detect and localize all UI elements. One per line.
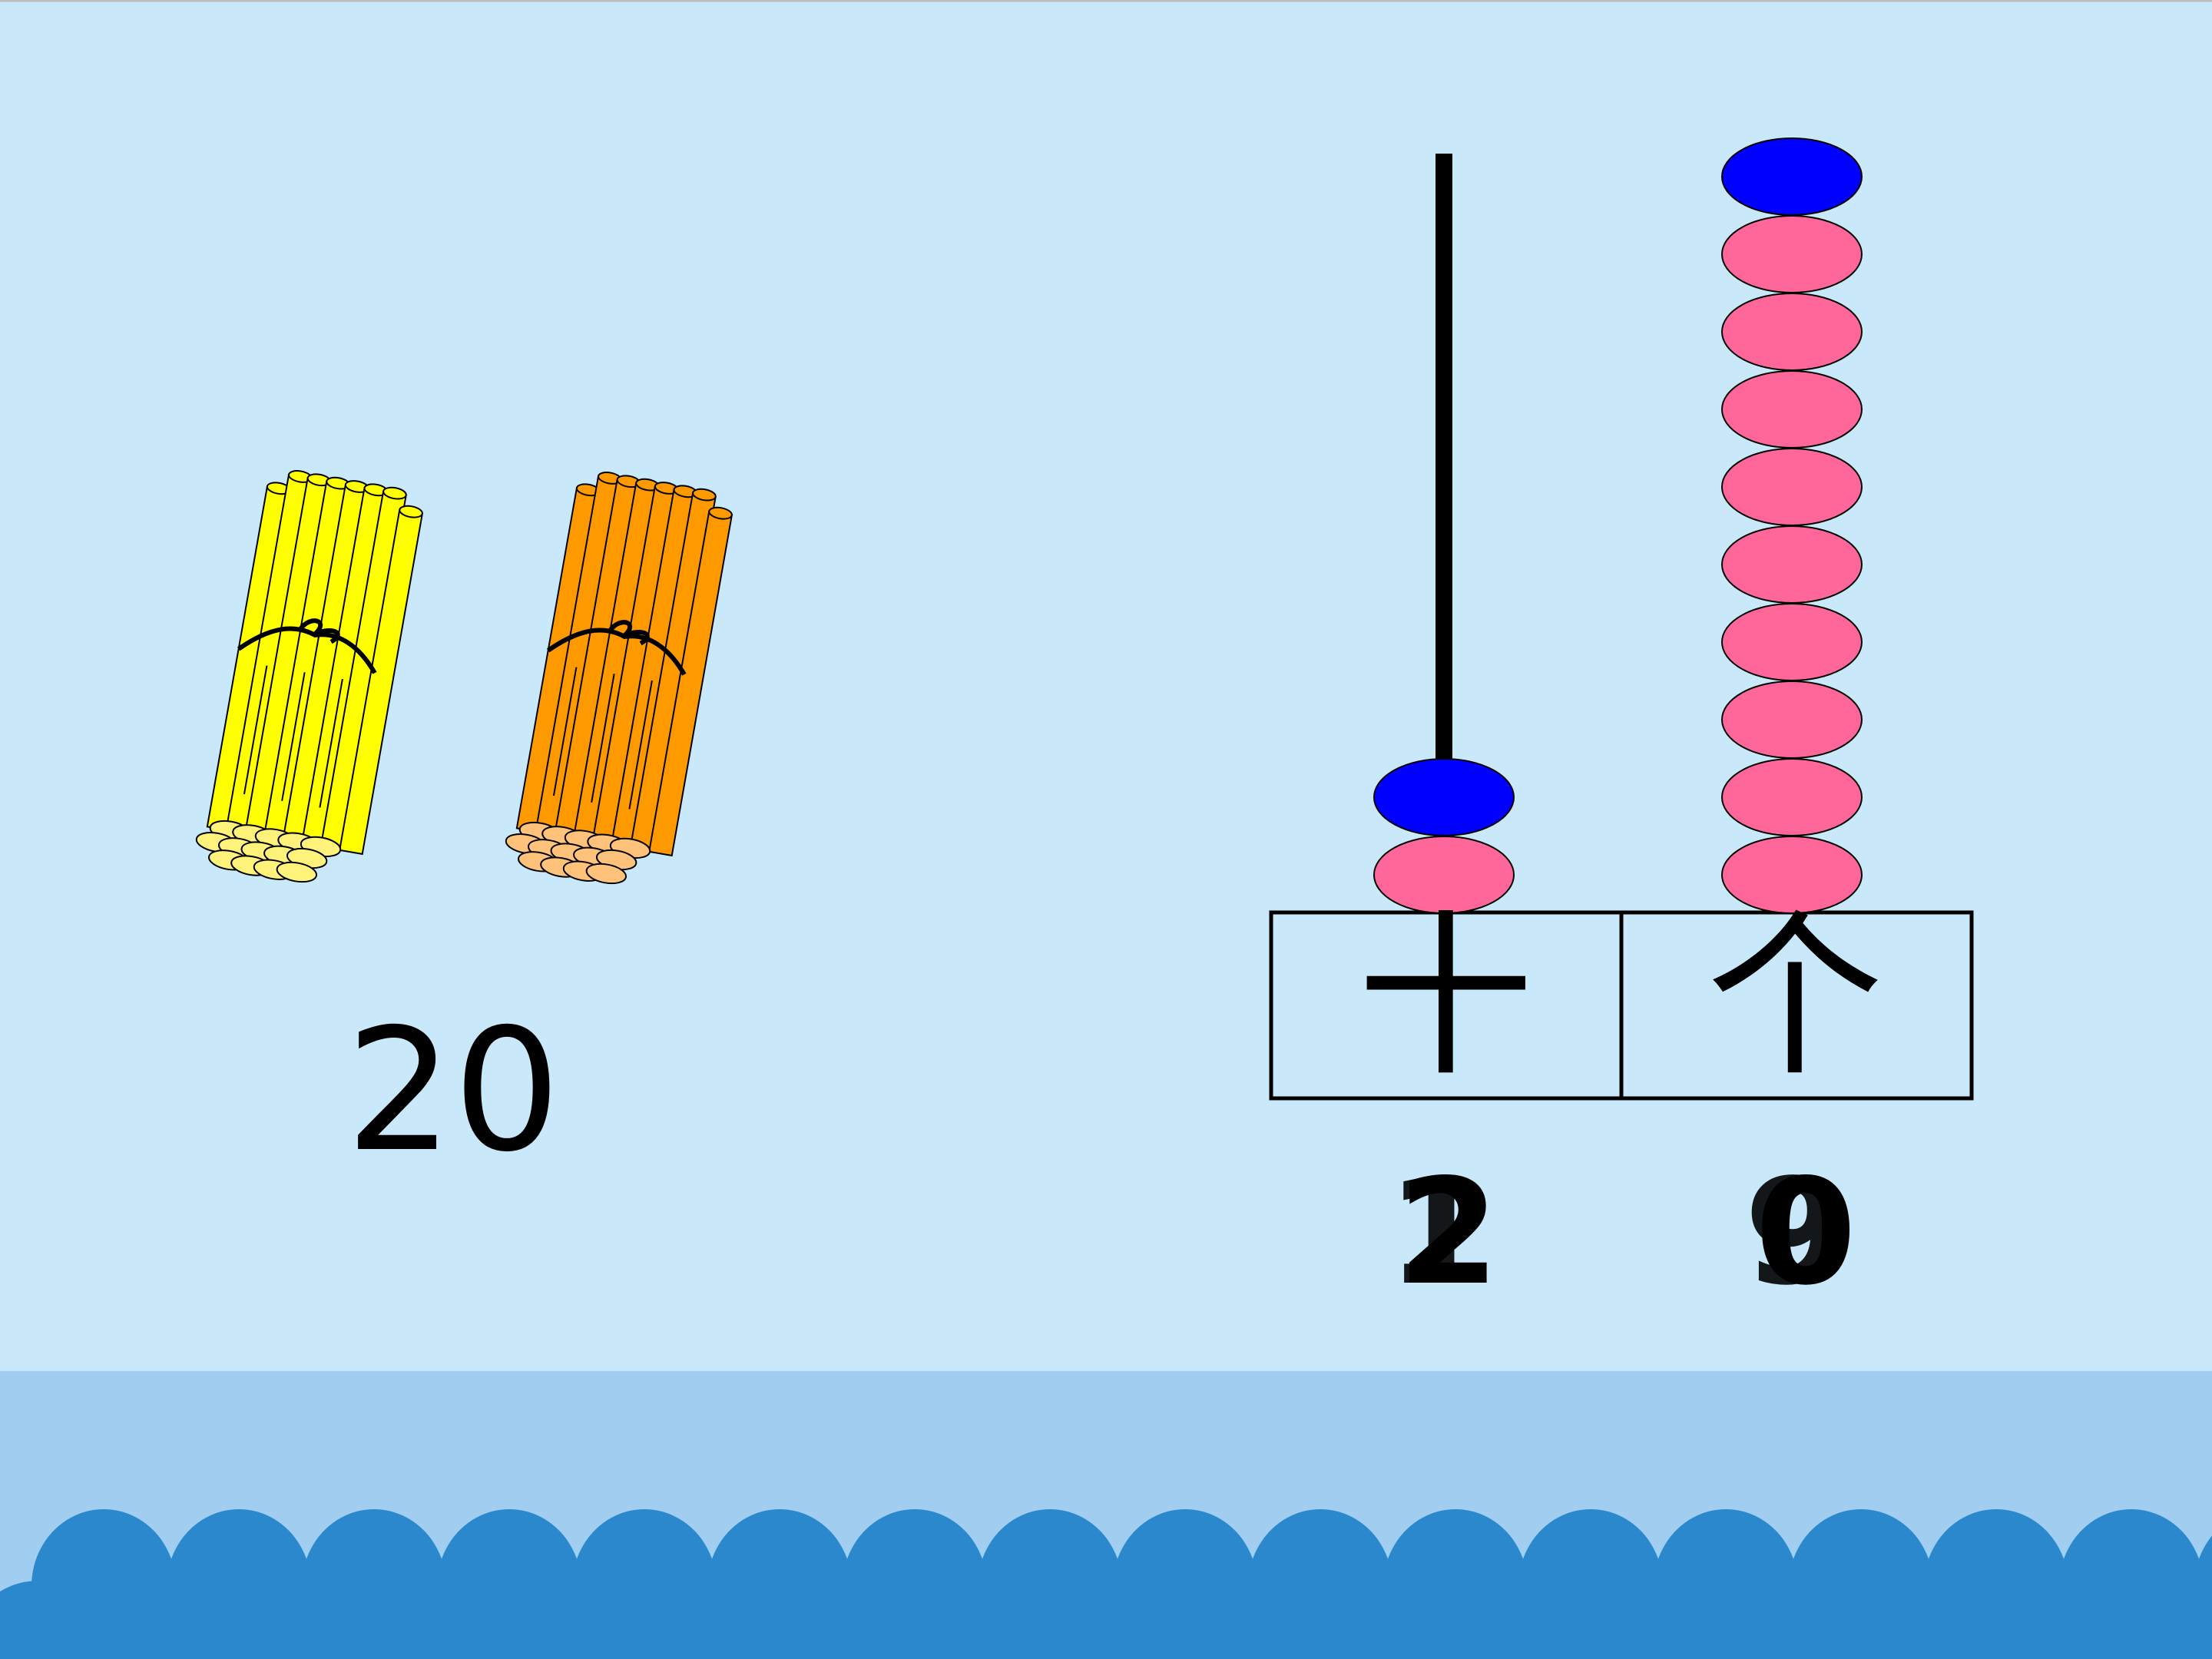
bundle-string: [237, 626, 377, 674]
stick-groove: [319, 678, 343, 808]
stick-bundles: [195, 470, 733, 885]
wave-front: [372, 1581, 516, 1659]
ones-bead-pink: [1721, 448, 1863, 526]
wave-front: [2129, 1581, 2212, 1659]
wave-front: [237, 1581, 381, 1659]
wave-front: [1183, 1581, 1327, 1659]
stick-end: [276, 861, 318, 883]
stick-top: [708, 506, 733, 520]
ones-digit-previous: 9: [1743, 1147, 1846, 1317]
tens-place-label: 十: [1356, 896, 1534, 1101]
wave-front: [1453, 1581, 1598, 1659]
stick-bundle: [195, 470, 424, 883]
wave-front: [1859, 1581, 2003, 1659]
bundle-count-label: 20: [346, 992, 561, 1189]
wave-front: [0, 1581, 111, 1659]
stick-groove: [628, 680, 653, 810]
tens-digit-previous: 1: [1386, 1147, 1489, 1317]
tens-rod: [1435, 154, 1452, 914]
stick-end: [585, 863, 628, 885]
bundle-string: [546, 628, 687, 676]
ones-bead-pink: [1721, 680, 1863, 759]
ones-bead-pink: [1721, 603, 1863, 681]
stick-top: [692, 488, 717, 502]
ones-bead-blue: [1721, 137, 1863, 216]
wave-front: [1318, 1581, 1462, 1659]
wave-front: [1048, 1581, 1192, 1659]
wave-front: [777, 1581, 922, 1659]
ones-bead-pink: [1721, 525, 1863, 604]
stick-groove: [591, 674, 615, 803]
stick-groove: [243, 665, 268, 795]
stick-top: [399, 505, 423, 518]
tens-bead-blue: [1373, 758, 1515, 836]
ones-bead-pink: [1721, 215, 1863, 293]
wave-front: [101, 1581, 246, 1659]
wave-front: [1588, 1581, 1733, 1659]
wave-front: [1724, 1581, 1868, 1659]
wave-front: [507, 1581, 651, 1659]
abacus: [1269, 137, 1974, 1101]
stick-groove: [281, 672, 306, 801]
ones-bead-pink: [1721, 370, 1863, 449]
stick-groove: [552, 667, 578, 796]
wave-front: [1994, 1581, 2138, 1659]
stick-bundle: [505, 472, 733, 885]
wave-front: [642, 1581, 786, 1659]
ones-bead-pink: [1721, 293, 1863, 371]
ones-bead-pink: [1721, 758, 1863, 836]
bundle-knot: [299, 618, 340, 644]
waves: [0, 1509, 2212, 1659]
ones-place-label: 个: [1706, 896, 1883, 1101]
tens-digit: 2: [1397, 1147, 1500, 1317]
stick-top: [382, 486, 407, 500]
ones-digit: 0: [1754, 1147, 1857, 1317]
wave-front: [912, 1581, 1057, 1659]
bundle-knot: [608, 620, 650, 646]
